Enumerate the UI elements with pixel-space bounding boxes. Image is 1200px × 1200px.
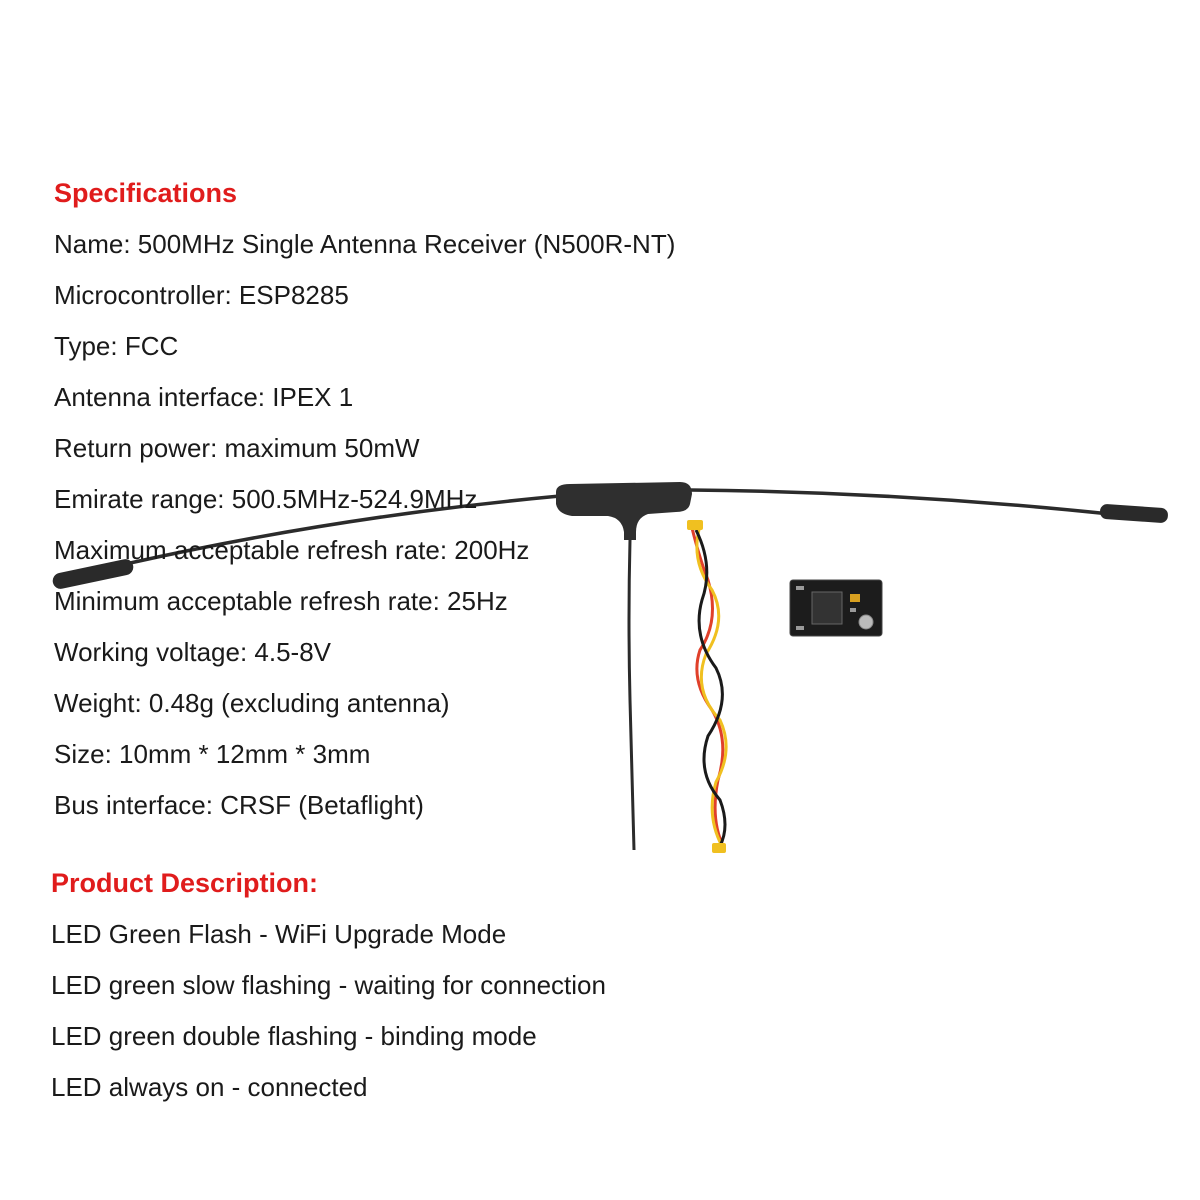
- spec-line: Working voltage: 4.5-8V: [54, 637, 331, 667]
- specifications-list: Name: 500MHz Single Antenna Receiver (N5…: [54, 227, 675, 822]
- product-description-list: LED Green Flash - WiFi Upgrade Mode LED …: [51, 917, 606, 1104]
- spec-line: Maximum acceptable refresh rate: 200Hz: [54, 535, 530, 565]
- t-antenna-icon: [52, 482, 1168, 851]
- spec-line: Microcontroller: ESP8285: [54, 280, 349, 310]
- description-line: LED Green Flash - WiFi Upgrade Mode: [51, 919, 507, 949]
- spec-line: Antenna interface: IPEX 1: [54, 382, 354, 412]
- spec-line: Bus interface: CRSF (Betaflight): [54, 790, 424, 820]
- servo-wire-bundle-icon: [687, 520, 728, 853]
- description-line: LED green double flashing - binding mode: [51, 1021, 537, 1051]
- spec-line: Type: FCC: [54, 331, 179, 361]
- spec-line: Size: 10mm * 12mm * 3mm: [54, 739, 371, 769]
- spec-line: Return power: maximum 50mW: [54, 433, 420, 463]
- description-line: LED green slow flashing - waiting for co…: [51, 970, 606, 1000]
- spec-line: Weight: 0.48g (excluding antenna): [54, 688, 450, 718]
- spec-line: Emirate range: 500.5MHz-524.9MHz: [54, 484, 478, 514]
- product-description-section: Product Description: LED Green Flash - W…: [51, 866, 606, 1104]
- description-line: LED always on - connected: [51, 1072, 368, 1102]
- specifications-section: Specifications Name: 500MHz Single Anten…: [54, 176, 675, 822]
- receiver-board-icon: [789, 579, 883, 637]
- spec-line: Name: 500MHz Single Antenna Receiver (N5…: [54, 229, 676, 259]
- specifications-heading: Specifications: [54, 178, 238, 208]
- product-description-heading: Product Description:: [51, 868, 319, 898]
- spec-line: Minimum acceptable refresh rate: 25Hz: [54, 586, 508, 616]
